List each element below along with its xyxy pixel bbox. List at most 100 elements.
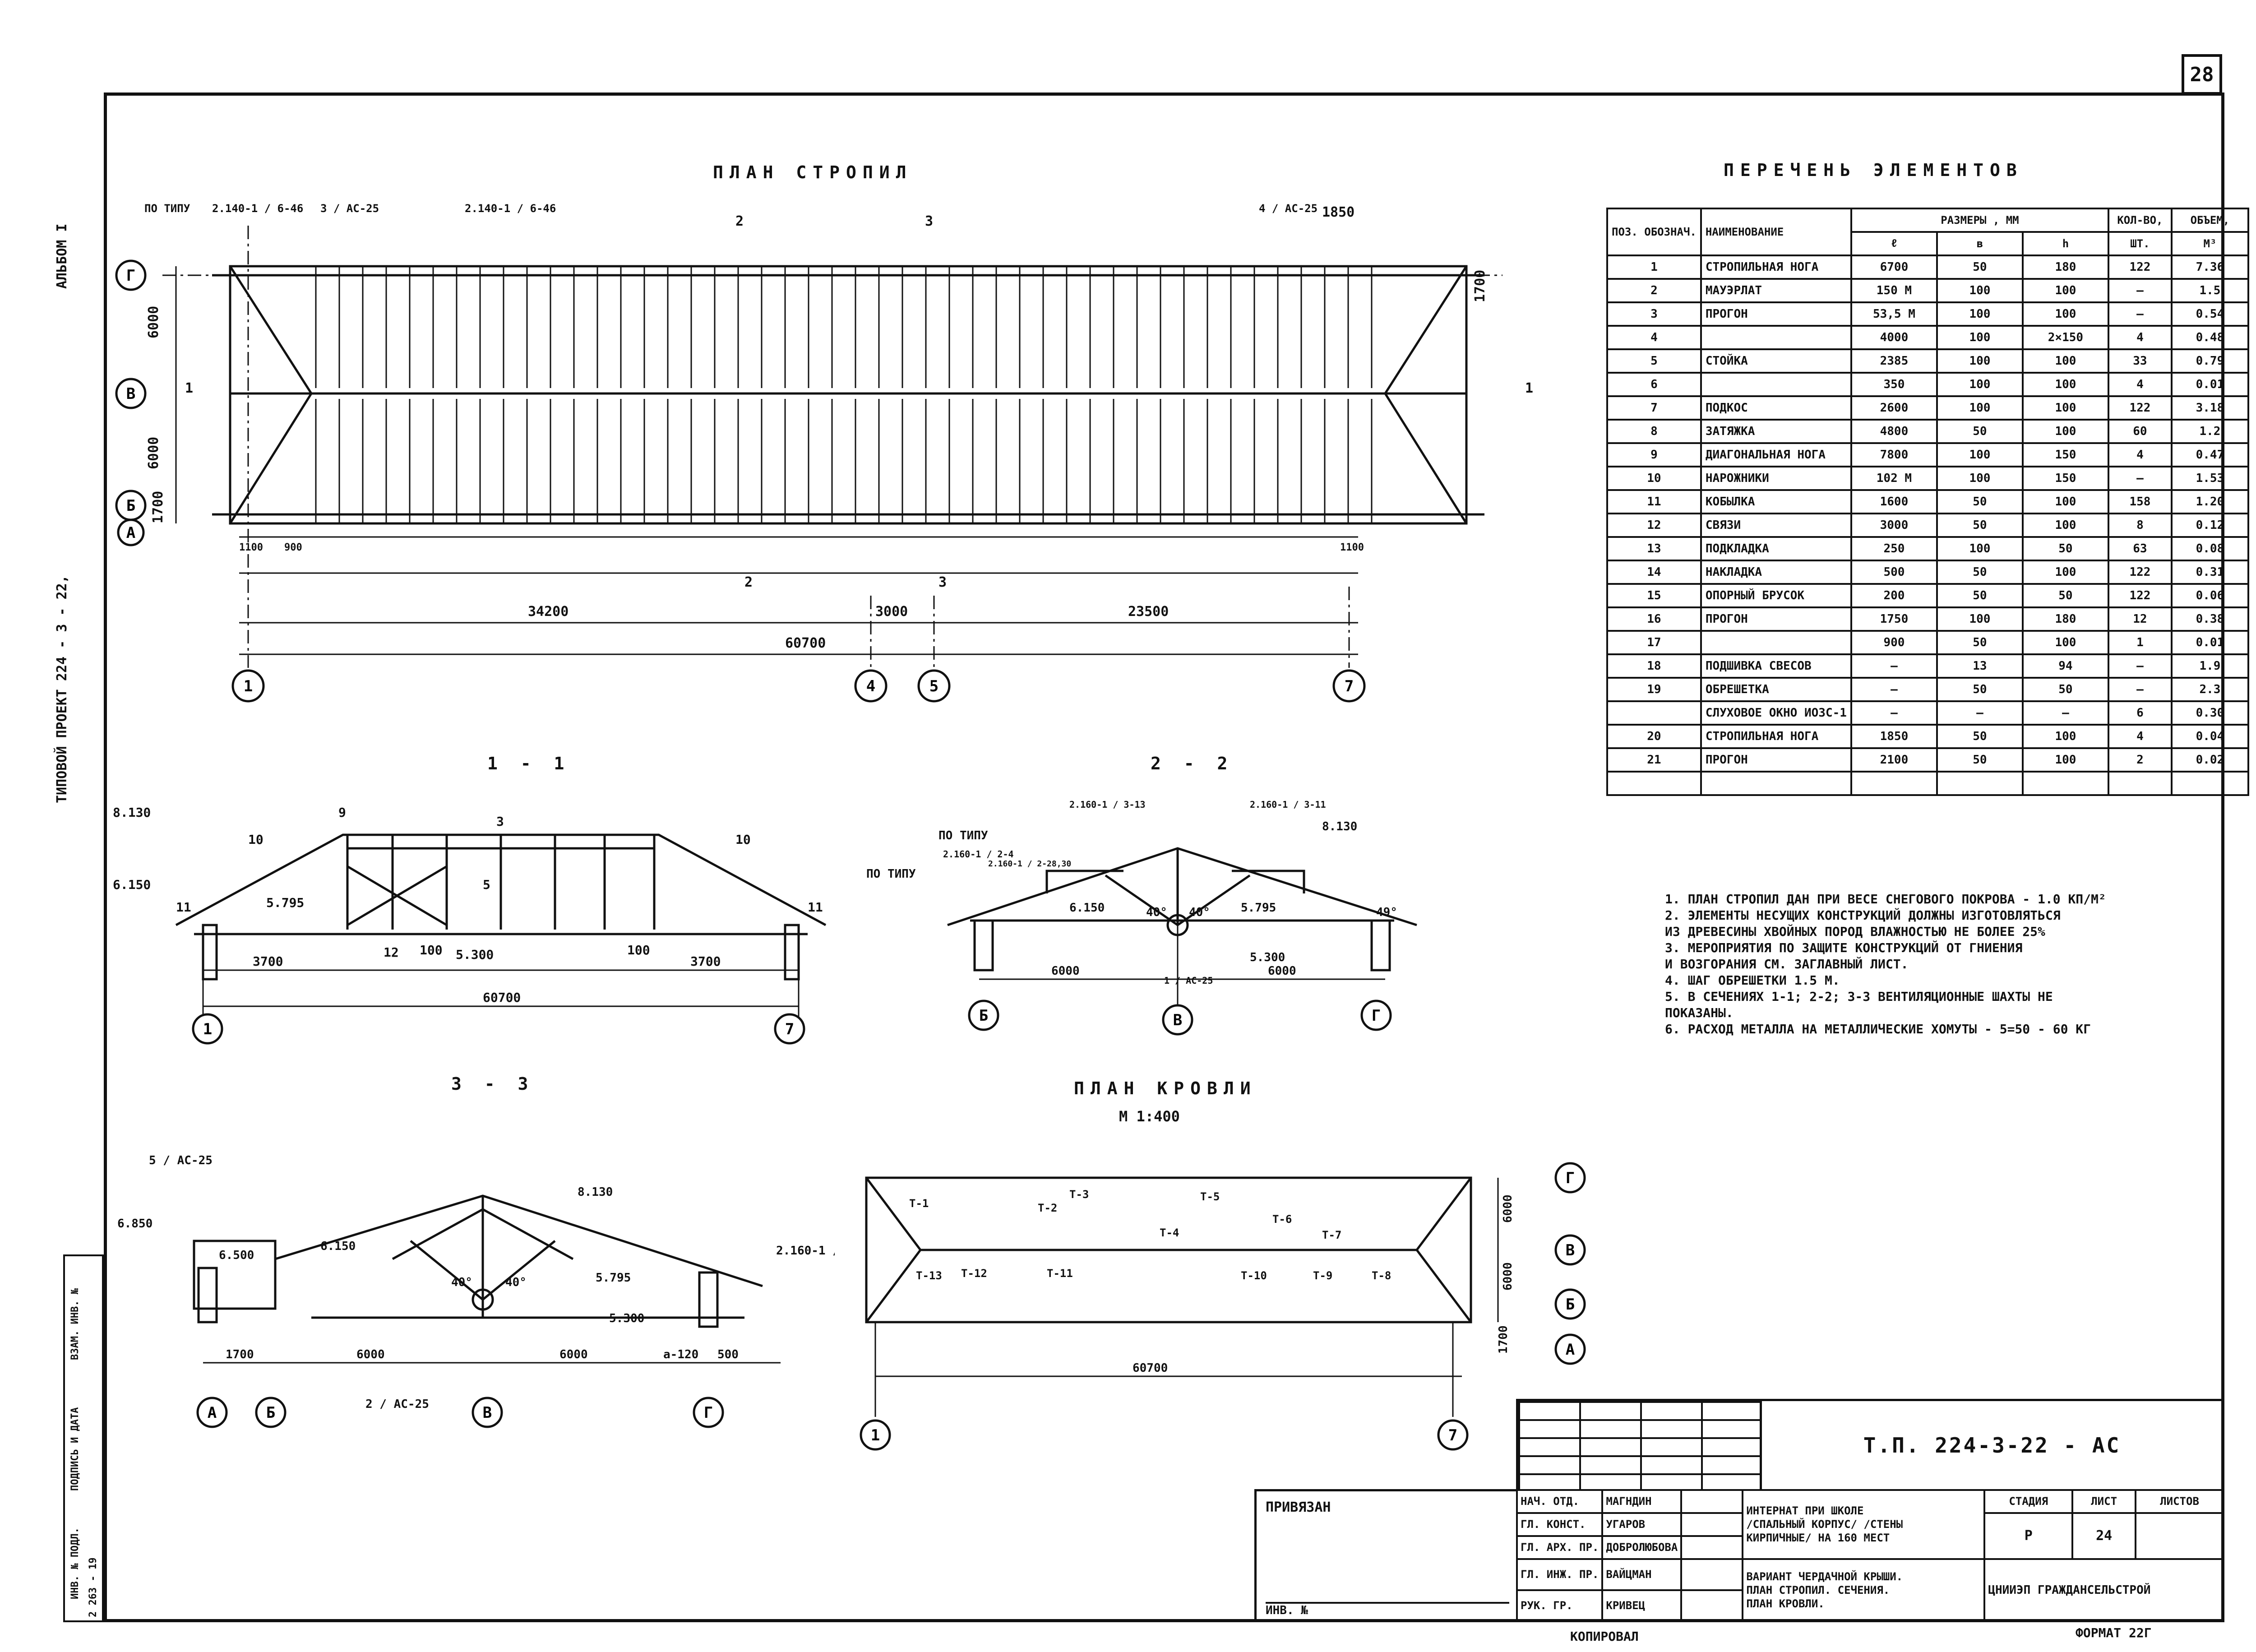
- table-cell: 1.2: [2170, 419, 2249, 444]
- dim-34200: 34200: [528, 604, 569, 620]
- table-cell: 1.5: [2170, 278, 2249, 303]
- vent-label: Т-11: [1047, 1267, 1073, 1280]
- angle-mark: 49°: [1376, 906, 1397, 919]
- dim-text: а-120: [663, 1348, 698, 1361]
- stamp-field: ИНВ. № ПОДЛ.: [69, 1527, 81, 1599]
- table-cell: —: [2107, 278, 2173, 303]
- roof-plan-title: ПЛАН КРОВЛИ: [1074, 1078, 1257, 1098]
- vent-label: Т-10: [1241, 1269, 1267, 1282]
- section-marks: 1 2 3 1 2 3: [185, 213, 1533, 590]
- table-cell: 9: [1606, 442, 1702, 467]
- plan-axis-bubbles: Г В Б А 1 4 5 7: [115, 259, 1366, 703]
- table-cell: 0.31: [2170, 560, 2249, 585]
- table-cell: —: [2107, 677, 2173, 702]
- table-cell: 18: [1606, 653, 1702, 679]
- level-mark: 6.150: [1069, 901, 1105, 915]
- callout-text: 2.160-1 / 3-13: [1069, 799, 1146, 810]
- header-dims: РАЗМЕРЫ , ММ: [1850, 208, 2109, 233]
- table-cell: 1.53: [2170, 466, 2249, 491]
- header-b: в: [1936, 231, 2024, 256]
- level-mark: 8.130: [578, 1185, 613, 1199]
- project-name-cell: ИНТЕРНАТ ПРИ ШКОЛЕ /СПАЛЬНЫЙ КОРПУС/ /СТ…: [1742, 1489, 1986, 1560]
- spacing-label: 1100: [239, 542, 263, 553]
- note-line: 6. РАСХОД МЕТАЛЛА НА МЕТАЛЛИЧЕСКИЕ ХОМУТ…: [1665, 1022, 2091, 1037]
- note-line: 1. ПЛАН СТРОПИЛ ДАН ПРИ ВЕСЕ СНЕГОВОГО П…: [1665, 892, 2106, 907]
- roof-plan-scale: М 1:400: [1119, 1108, 1180, 1125]
- table-cell: ПОДШИВКА СВЕСОВ: [1700, 653, 1852, 679]
- note-line: 2. ЭЛЕМЕНТЫ НЕСУЩИХ КОНСТРУКЦИЙ ДОЛЖНЫ И…: [1665, 908, 2061, 923]
- vent-label: Т-4: [1160, 1226, 1179, 1239]
- table-cell: 0.30: [2170, 700, 2249, 726]
- section-3-3-title: 3 - 3: [451, 1074, 535, 1094]
- dim-text: 6000: [1501, 1262, 1515, 1291]
- table-cell: 200: [1850, 583, 1938, 608]
- vent-label: Т-3: [1069, 1188, 1089, 1201]
- title-block-bound-box: ПРИВЯЗАН ИНВ. №: [1254, 1489, 1516, 1622]
- table-cell: —: [2021, 700, 2109, 726]
- axis-label: В: [126, 385, 135, 403]
- axis-label: 1: [203, 1020, 212, 1038]
- note-line: 3. МЕРОПРИЯТИЯ ПО ЗАЩИТЕ КОНСТРУКЦИЙ ОТ …: [1665, 940, 2023, 955]
- level-mark: 6.150: [113, 877, 151, 892]
- table-cell: 122: [2107, 255, 2173, 280]
- table-cell: 20: [1606, 724, 1702, 749]
- vent-labels: Т-1 Т-2 Т-3 Т-4 Т-5 Т-6 Т-7 Т-13 Т-12 Т-…: [909, 1188, 1391, 1282]
- table-cell: ОБРЕШЕТКА: [1700, 677, 1852, 702]
- element-mark: 10: [248, 832, 264, 847]
- person-name: ДОБРОЛЮБОВА: [1601, 1535, 1683, 1560]
- table-cell: 100: [1936, 372, 2024, 397]
- drawing-code: Т.П. 224-3-22 - АС: [1863, 1433, 2121, 1458]
- vent-label: Т-5: [1200, 1190, 1220, 1203]
- table-cell: 12: [1606, 513, 1702, 538]
- axis-label: А: [126, 524, 135, 542]
- table-cell: 17: [1606, 630, 1702, 655]
- table-cell: КОБЫЛКА: [1700, 489, 1852, 514]
- callout-text: 2.160-1 / 2-28,30: [988, 859, 1071, 869]
- element-mark: 5: [483, 877, 490, 892]
- table-cell: ПРОГОН: [1700, 301, 1852, 327]
- level-mark: 5.300: [1250, 951, 1285, 964]
- callout-text: 2.160-1 / 3-21: [776, 1244, 835, 1258]
- axis-label: Б: [126, 497, 135, 515]
- table-cell: 100: [2021, 395, 2109, 421]
- axis-label: В: [1566, 1241, 1575, 1259]
- axis-label: Б: [1566, 1296, 1575, 1314]
- note-line: 5. В СЕЧЕНИЯХ 1-1; 2-2; 3-3 ВЕНТИЛЯЦИОНН…: [1665, 989, 2053, 1004]
- level-mark: 5.300: [456, 947, 494, 962]
- element-mark: 12: [384, 945, 399, 960]
- sheet-format: ФОРМАТ 22Г: [2076, 1625, 2152, 1640]
- table-cell: 100: [2021, 419, 2109, 444]
- axis-label: В: [1173, 1011, 1182, 1029]
- table-cell: 100: [1936, 466, 2024, 491]
- stamp-field: 2 263 - 19: [88, 1557, 99, 1617]
- table-cell: МАУЭРЛАТ: [1700, 278, 1852, 303]
- vent-label: Т-8: [1372, 1269, 1391, 1282]
- table-cell: 63: [2107, 536, 2173, 561]
- header-vol: ОБЪЕМ,: [2170, 208, 2249, 233]
- table-cell: 8: [1606, 419, 1702, 444]
- plan-outline: [212, 265, 1484, 525]
- table-cell: 4000: [1850, 325, 1938, 350]
- table-cell: 1: [1606, 255, 1702, 280]
- dim-text: 6000: [1051, 964, 1080, 978]
- table-cell: СТРОПИЛЬНАЯ НОГА: [1700, 724, 1852, 749]
- inv-label: ИНВ. №: [1266, 1602, 1509, 1617]
- dim-1850: 1850: [1322, 204, 1355, 220]
- role: ГЛ. АРХ. ПР.: [1516, 1535, 1604, 1560]
- dim-text: 60700: [483, 990, 521, 1005]
- table-cell: ПОДКОС: [1700, 395, 1852, 421]
- table-cell: 50: [2021, 677, 2109, 702]
- callout-text: ПО ТИПУ: [938, 829, 988, 842]
- table-cell: 5: [1606, 348, 1702, 374]
- dim-text: 1700: [226, 1348, 254, 1361]
- table-cell: 7800: [1850, 442, 1938, 467]
- axis-label: А: [208, 1404, 217, 1422]
- table-cell: 50: [2021, 583, 2109, 608]
- axis-label: 4: [866, 677, 875, 695]
- vent-label: Т-2: [1038, 1202, 1057, 1214]
